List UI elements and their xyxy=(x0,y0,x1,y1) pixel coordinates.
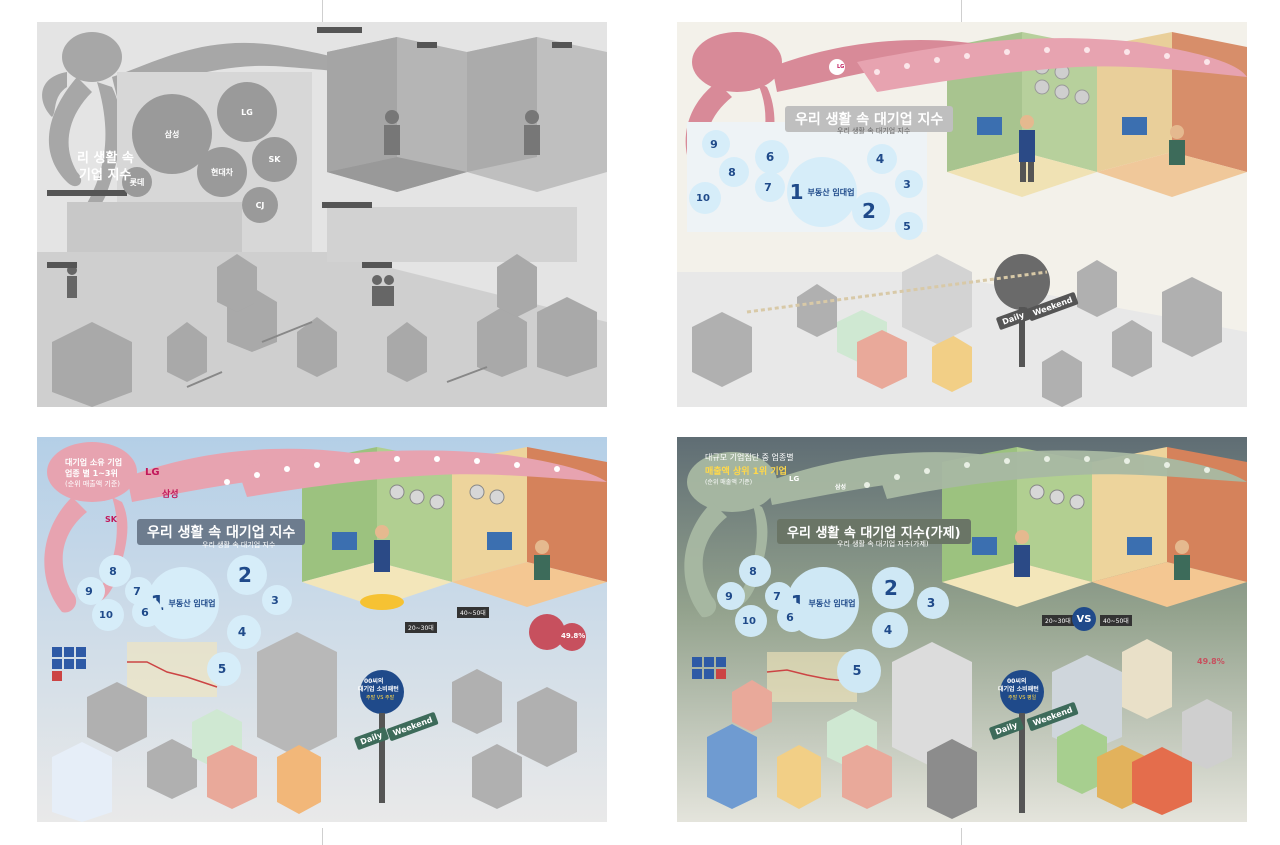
panel4-logo-lg: LG xyxy=(789,475,800,483)
panel2-bubble-2: 2 xyxy=(852,192,890,230)
panel3-intro-line2: 업종 별 1~3위 xyxy=(65,469,118,478)
panel2-bubble-7: 7 xyxy=(755,172,785,202)
panel4-illustration xyxy=(677,437,1247,822)
circle-cj: CJ xyxy=(242,187,278,223)
panel4-vs-right: 40~50대 xyxy=(1100,615,1132,626)
panel3-bubble-10: 10 xyxy=(92,599,124,631)
panel3-logo-sk: SK xyxy=(105,515,117,524)
panel-colored-blue: 대기업 소유 기업 업종 별 1~3위 (순위 매출액 기준) LG 삼성 SK… xyxy=(37,437,607,822)
panel4-bubble-7: 7 xyxy=(765,582,793,610)
panel3-intro-line3: (순위 매출액 기준) xyxy=(65,480,120,488)
gutter-top xyxy=(322,0,323,22)
circle-lg: LG xyxy=(217,82,277,142)
panel2-bubble-3: 3 xyxy=(895,170,923,198)
panel2-bubble-9: 9 xyxy=(702,130,730,158)
panel3-bubble-3: 3 xyxy=(262,585,292,615)
gutter-bottom-2 xyxy=(961,828,962,845)
panel2-illustration xyxy=(677,32,1247,407)
panel4-intro-line2: 매출액 상위 1위 기업 xyxy=(705,467,787,477)
panel3-signpost-line3: 주말 VS 주말 xyxy=(366,695,395,701)
panel4-logo-samsung: 삼성 xyxy=(835,484,847,491)
circle-sk: SK xyxy=(252,137,297,182)
panel3-signpost-line1: 00씨의 xyxy=(364,678,384,685)
panel4-bubble-4: 4 xyxy=(872,612,908,648)
panel4-signpost-line3: 주말 VS 평일 xyxy=(1008,695,1037,701)
panel4-vs-left: 20~30대 xyxy=(1042,615,1074,626)
panel4-intro-line1: 대규모 기업집단 중 업종별 xyxy=(705,453,794,462)
panel1-title-line2: 기업 지수 xyxy=(79,168,132,183)
panel4-signpost-line2: 대기업 소비패턴 xyxy=(998,686,1039,693)
panel4-bubble-5: 5 xyxy=(837,649,881,693)
panel2-bubble-8: 8 xyxy=(719,157,749,187)
panel4-bubble-9: 9 xyxy=(717,582,745,610)
panel3-bubble-2: 2 xyxy=(227,555,267,595)
panel3-bubble-8: 8 xyxy=(99,555,131,587)
panel4-bubble-2: 2 xyxy=(872,567,914,609)
panel3-logo-samsung: 삼성 xyxy=(162,490,179,500)
gutter-bottom xyxy=(322,828,323,845)
panel3-intro-line1: 대기업 소유 기업 xyxy=(65,458,123,467)
panel3-subtitle: 우리 생활 속 대기업 지수 xyxy=(202,541,276,549)
panel4-bubble-3: 3 xyxy=(917,587,949,619)
panel4-subtitle: 우리 생활 속 대기업 지수(가제) xyxy=(837,540,929,548)
panel3-bubble-4: 4 xyxy=(227,615,261,649)
panel2-bubble-5: 5 xyxy=(895,212,923,240)
panel3-age-20-30: 20~30대 xyxy=(405,622,437,633)
panel3-logo-lg: LG xyxy=(145,467,160,478)
panel4-title: 우리 생활 속 대기업 지수(가제) xyxy=(777,519,971,544)
panel3-title: 우리 생활 속 대기업 지수 xyxy=(137,519,306,545)
panel4-intro-line3: (순위 매출액 기준) xyxy=(705,479,753,486)
panel2-bubble-6: 6 xyxy=(755,140,789,174)
panel4-pct-value: 49.8% xyxy=(1197,657,1225,666)
circle-lotte: 롯데 xyxy=(122,167,152,197)
panel2-bubble-4: 4 xyxy=(867,144,897,174)
panel4-bubble-8: 8 xyxy=(739,555,771,587)
panel4-signpost-line1: 00씨의 xyxy=(1007,678,1027,685)
panel1-title-line1: 리 생활 속 xyxy=(77,151,134,166)
panel2-bubble-10: 10 xyxy=(689,182,721,214)
panel2-logo-lg: LG xyxy=(837,64,845,70)
gutter-top-2 xyxy=(961,0,962,22)
panel2-title: 우리 생활 속 대기업 지수 xyxy=(785,106,954,132)
panel3-pct-value: 49.8% xyxy=(561,632,586,640)
panel3-age-40-50: 40~50대 xyxy=(457,607,489,618)
panel-draft-grayscale: 삼성 LG SK 현대차 CJ 롯데 리 생활 속 기업 지수 xyxy=(37,22,607,407)
panel3-signpost-line2: 대기업 소비패턴 xyxy=(358,686,399,693)
panel3-illustration xyxy=(37,437,607,822)
panel3-bubble-5: 5 xyxy=(207,652,241,686)
panel3-bubble-7: 7 xyxy=(125,577,153,605)
panel4-vs-badge: VS xyxy=(1072,607,1096,631)
panel1-illustration xyxy=(37,27,607,407)
panel2-subtitle: 우리 생활 속 대기업 지수 xyxy=(837,127,911,135)
panel-final-dark: 대규모 기업집단 중 업종별 매출액 상위 1위 기업 (순위 매출액 기준) … xyxy=(677,437,1247,822)
panel4-bubble-10: 10 xyxy=(735,605,767,637)
circle-hyundai: 현대차 xyxy=(197,147,247,197)
